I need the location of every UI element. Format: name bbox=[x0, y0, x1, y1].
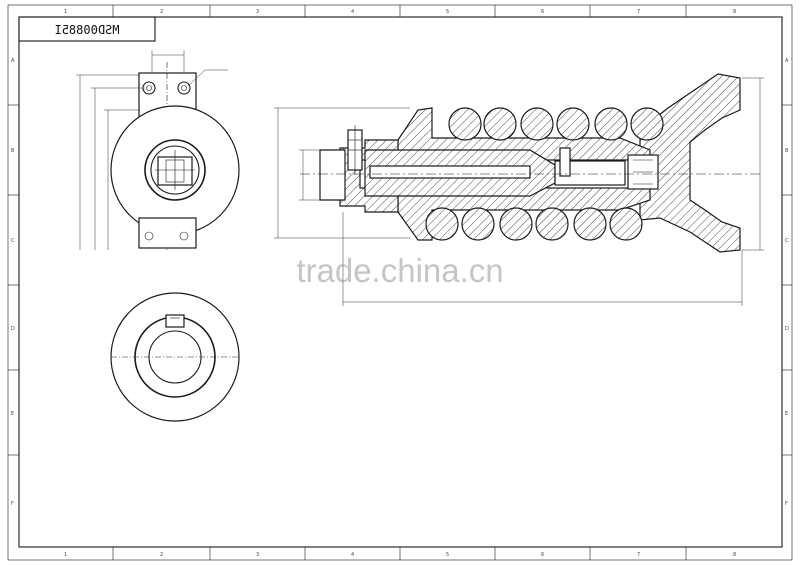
zone-label-top: 7 bbox=[637, 9, 640, 15]
watermark: trade.china.cn bbox=[296, 252, 503, 289]
zone-label-bottom: 5 bbox=[446, 552, 449, 558]
zone-label-right: E bbox=[785, 411, 788, 417]
zone-label-left: D bbox=[11, 326, 15, 332]
zone-label-left: B bbox=[11, 148, 15, 154]
zone-label-bottom: 1 bbox=[64, 552, 67, 558]
zone-label-top: 5 bbox=[446, 9, 449, 15]
zone-label-left: C bbox=[11, 238, 15, 244]
zone-label-bottom: 7 bbox=[637, 552, 640, 558]
zone-label-right: A bbox=[785, 58, 789, 64]
zone-label-bottom: 8 bbox=[733, 552, 736, 558]
zone-label-right: F bbox=[785, 501, 788, 507]
zone-label-right: D bbox=[785, 326, 789, 332]
zone-ticks bbox=[8, 5, 792, 560]
spring-bottom bbox=[425, 207, 643, 241]
zone-label-left: A bbox=[11, 58, 15, 64]
zone-label-top: 2 bbox=[160, 9, 163, 15]
zone-label-right: B bbox=[785, 148, 789, 154]
spring-top bbox=[448, 107, 664, 141]
zone-label-top: 4 bbox=[351, 9, 354, 15]
zone-label-bottom: 3 bbox=[256, 552, 259, 558]
zone-label-bottom: 4 bbox=[351, 552, 354, 558]
zone-label-right: C bbox=[785, 238, 789, 244]
zone-label-left: E bbox=[11, 411, 14, 417]
drawing-number: MSD00885I bbox=[54, 23, 119, 37]
zone-labels: 1 2 3 4 5 6 7 8 1 2 3 4 5 6 7 8 A B C D … bbox=[11, 9, 789, 558]
front-view bbox=[76, 50, 240, 250]
zone-label-top: 8 bbox=[733, 9, 736, 15]
zone-label-bottom: 6 bbox=[541, 552, 544, 558]
side-view bbox=[110, 292, 240, 422]
title-block: MSD00885I bbox=[18, 16, 156, 42]
zone-label-top: 3 bbox=[256, 9, 259, 15]
zone-label-top: 1 bbox=[64, 9, 67, 15]
zone-label-left: F bbox=[11, 501, 14, 507]
zone-label-top: 6 bbox=[541, 9, 544, 15]
zone-label-bottom: 2 bbox=[160, 552, 163, 558]
section-view bbox=[274, 73, 764, 306]
